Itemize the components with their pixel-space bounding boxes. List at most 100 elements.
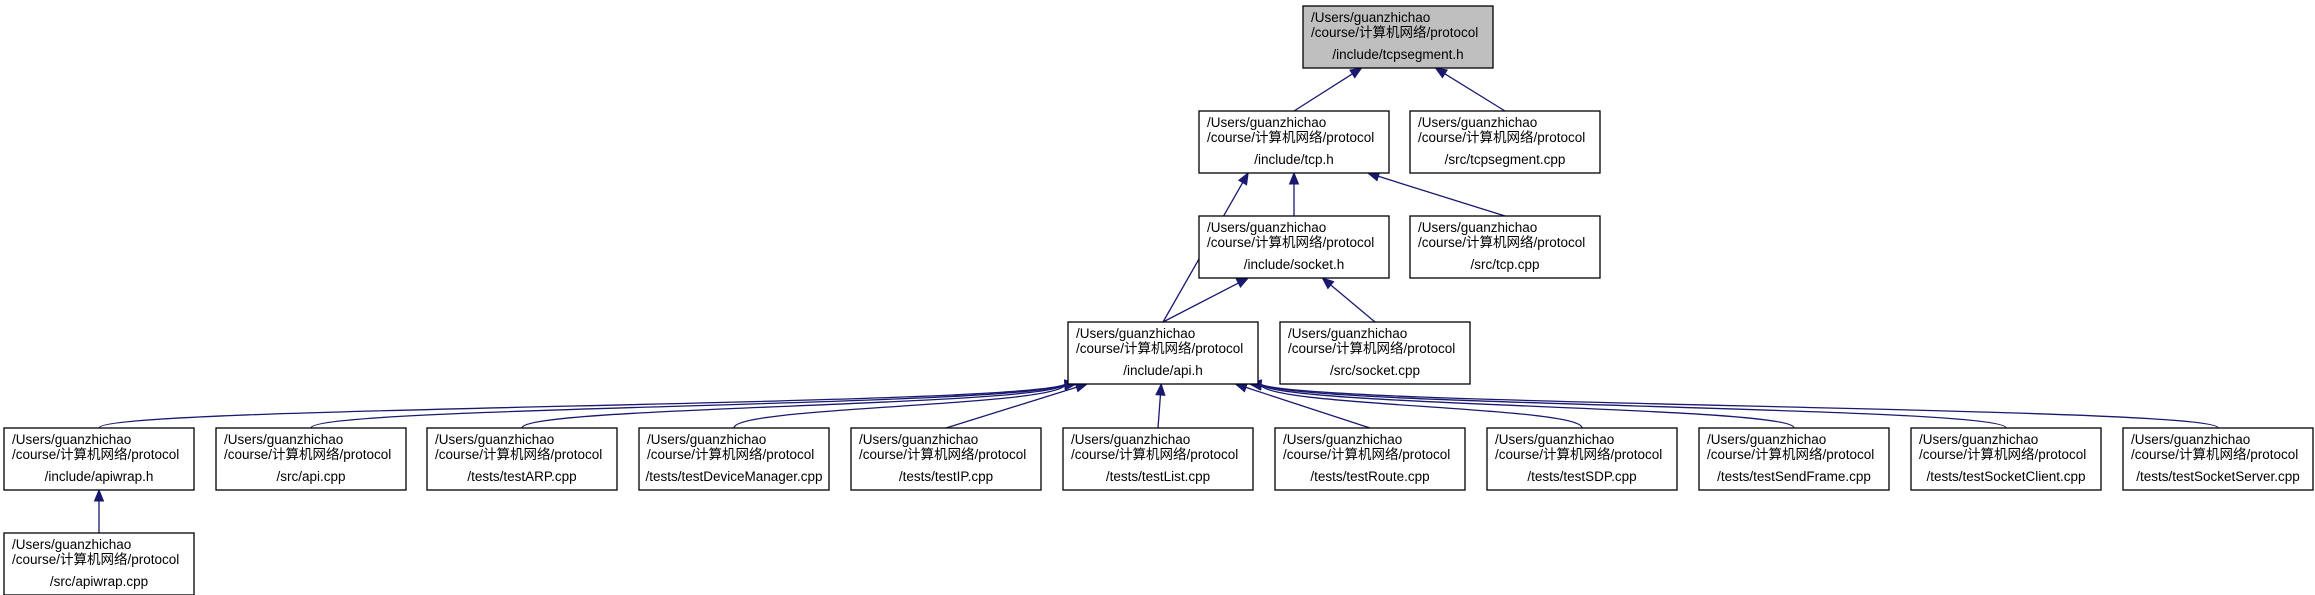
node-user-label: /Users/guanzhichao: [1495, 432, 1614, 447]
node-user-label: /Users/guanzhichao: [1418, 115, 1537, 130]
node-box: [1698, 427, 1890, 491]
node-tcp_h[interactable]: /Users/guanzhichao/course/计算机网络/protocol…: [1198, 110, 1390, 174]
edge-testSocketServer-to-api_h: [1260, 383, 2219, 429]
node-path-label: /src/api.cpp: [276, 469, 345, 484]
node-testSDP[interactable]: /Users/guanzhichao/course/计算机网络/protocol…: [1486, 427, 1678, 491]
node-box: [1910, 427, 2102, 491]
node-path-label: /include/tcpsegment.h: [1332, 47, 1463, 62]
node-course-label: /course/计算机网络/protocol: [859, 447, 1026, 462]
node-path-label: /tests/testIP.cpp: [899, 469, 993, 484]
node-tcpsegment_cpp[interactable]: /Users/guanzhichao/course/计算机网络/protocol…: [1409, 110, 1601, 174]
arrowhead-socket_cpp-to-socket_h: [1321, 277, 1335, 290]
edge-testARP-to-api_h: [521, 384, 1066, 429]
node-path-label: /src/socket.cpp: [1330, 363, 1420, 378]
node-course-label: /course/计算机网络/protocol: [1919, 447, 2086, 462]
node-user-label: /Users/guanzhichao: [1207, 220, 1326, 235]
node-socket_h[interactable]: /Users/guanzhichao/course/计算机网络/protocol…: [1198, 215, 1390, 279]
node-testARP[interactable]: /Users/guanzhichao/course/计算机网络/protocol…: [426, 427, 618, 491]
node-course-label: /course/计算机网络/protocol: [1707, 447, 1874, 462]
edge-testSocketClient-to-api_h: [1260, 384, 2007, 429]
node-path-label: /src/apiwrap.cpp: [50, 574, 148, 589]
node-user-label: /Users/guanzhichao: [2131, 432, 2250, 447]
node-user-label: /Users/guanzhichao: [1311, 10, 1430, 25]
edge-api_h-to-socket_h: [1162, 282, 1239, 323]
node-user-label: /Users/guanzhichao: [12, 432, 131, 447]
node-tcpsegment_h[interactable]: /Users/guanzhichao/course/计算机网络/protocol…: [1302, 5, 1494, 69]
arrowhead-testList-to-api_h: [1155, 382, 1166, 396]
node-testSocketServer[interactable]: /Users/guanzhichao/course/计算机网络/protocol…: [2122, 427, 2314, 491]
node-box: [638, 427, 830, 491]
node-course-label: /course/计算机网络/protocol: [2131, 447, 2298, 462]
node-user-label: /Users/guanzhichao: [1076, 326, 1195, 341]
edge-api_cpp-to-api_h: [310, 384, 1066, 429]
edge-testDeviceManager-to-api_h: [733, 384, 1066, 429]
node-box: [426, 427, 618, 491]
edge-tcp_h-to-tcpsegment_h: [1293, 73, 1353, 112]
edge-testIP-to-api_h: [945, 386, 1077, 429]
node-path-label: /tests/testSendFrame.cpp: [1717, 469, 1871, 484]
node-course-label: /course/计算机网络/protocol: [224, 447, 391, 462]
node-path-label: /tests/testDeviceManager.cpp: [645, 469, 822, 484]
node-path-label: /tests/testRoute.cpp: [1310, 469, 1429, 484]
edge-tcp_cpp-to-tcp_h: [1378, 175, 1506, 217]
node-testSocketClient[interactable]: /Users/guanzhichao/course/计算机网络/protocol…: [1910, 427, 2102, 491]
node-user-label: /Users/guanzhichao: [1288, 326, 1407, 341]
node-tcp_cpp[interactable]: /Users/guanzhichao/course/计算机网络/protocol…: [1409, 215, 1601, 279]
node-apiwrap_cpp[interactable]: /Users/guanzhichao/course/计算机网络/protocol…: [3, 532, 195, 595]
node-course-label: /course/计算机网络/protocol: [1071, 447, 1238, 462]
node-box: [1062, 427, 1254, 491]
node-course-label: /course/计算机网络/protocol: [1288, 341, 1455, 356]
nodes-layer: /Users/guanzhichao/course/计算机网络/protocol…: [3, 5, 2314, 595]
node-path-label: /include/api.h: [1123, 363, 1203, 378]
node-box: [1198, 110, 1390, 174]
node-path-label: /include/apiwrap.h: [45, 469, 154, 484]
node-user-label: /Users/guanzhichao: [1707, 432, 1826, 447]
node-path-label: /tests/testSocketServer.cpp: [2136, 469, 2300, 484]
edges-layer: [93, 67, 2219, 533]
node-path-label: /src/tcp.cpp: [1470, 257, 1539, 272]
node-box: [1198, 215, 1390, 279]
arrowhead-api_h-to-tcp_h: [1237, 171, 1249, 186]
node-box: [1279, 321, 1471, 385]
node-testIP[interactable]: /Users/guanzhichao/course/计算机网络/protocol…: [850, 427, 1042, 491]
node-path-label: /src/tcpsegment.cpp: [1445, 152, 1566, 167]
node-path-label: /include/socket.h: [1244, 257, 1345, 272]
node-box: [2122, 427, 2314, 491]
node-user-label: /Users/guanzhichao: [1919, 432, 2038, 447]
node-course-label: /course/计算机网络/protocol: [1283, 447, 1450, 462]
node-course-label: /course/计算机网络/protocol: [12, 447, 179, 462]
node-user-label: /Users/guanzhichao: [647, 432, 766, 447]
node-course-label: /course/计算机网络/protocol: [12, 552, 179, 567]
arrowhead-socket_h-to-tcp_h: [1288, 171, 1300, 185]
node-path-label: /tests/testList.cpp: [1106, 469, 1210, 484]
node-api_h[interactable]: /Users/guanzhichao/course/计算机网络/protocol…: [1067, 321, 1259, 385]
node-api_cpp[interactable]: /Users/guanzhichao/course/计算机网络/protocol…: [215, 427, 407, 491]
node-user-label: /Users/guanzhichao: [12, 537, 131, 552]
node-box: [215, 427, 407, 491]
node-box: [1486, 427, 1678, 491]
node-box: [1409, 215, 1601, 279]
node-testDeviceManager[interactable]: /Users/guanzhichao/course/计算机网络/protocol…: [638, 427, 830, 491]
node-box: [1302, 5, 1494, 69]
node-course-label: /course/计算机网络/protocol: [1207, 235, 1374, 250]
edge-testRoute-to-api_h: [1245, 386, 1371, 429]
node-course-label: /course/计算机网络/protocol: [647, 447, 814, 462]
node-course-label: /course/计算机网络/protocol: [1418, 130, 1585, 145]
node-box: [1409, 110, 1601, 174]
edge-testSDP-to-api_h: [1260, 384, 1583, 429]
node-testList[interactable]: /Users/guanzhichao/course/计算机网络/protocol…: [1062, 427, 1254, 491]
node-course-label: /course/计算机网络/protocol: [1207, 130, 1374, 145]
node-testSendFrame[interactable]: /Users/guanzhichao/course/计算机网络/protocol…: [1698, 427, 1890, 491]
node-path-label: /tests/testSocketClient.cpp: [1926, 469, 2085, 484]
node-path-label: /tests/testSDP.cpp: [1527, 469, 1636, 484]
edge-socket_cpp-to-socket_h: [1330, 284, 1376, 323]
node-box: [3, 532, 195, 595]
node-course-label: /course/计算机网络/protocol: [1311, 25, 1478, 40]
node-socket_cpp[interactable]: /Users/guanzhichao/course/计算机网络/protocol…: [1279, 321, 1471, 385]
node-box: [1067, 321, 1259, 385]
node-apiwrap_h[interactable]: /Users/guanzhichao/course/计算机网络/protocol…: [3, 427, 195, 491]
node-user-label: /Users/guanzhichao: [1418, 220, 1537, 235]
node-testRoute[interactable]: /Users/guanzhichao/course/计算机网络/protocol…: [1274, 427, 1466, 491]
node-course-label: /course/计算机网络/protocol: [1495, 447, 1662, 462]
arrowhead-tcp_h-to-tcpsegment_h: [1349, 67, 1363, 79]
